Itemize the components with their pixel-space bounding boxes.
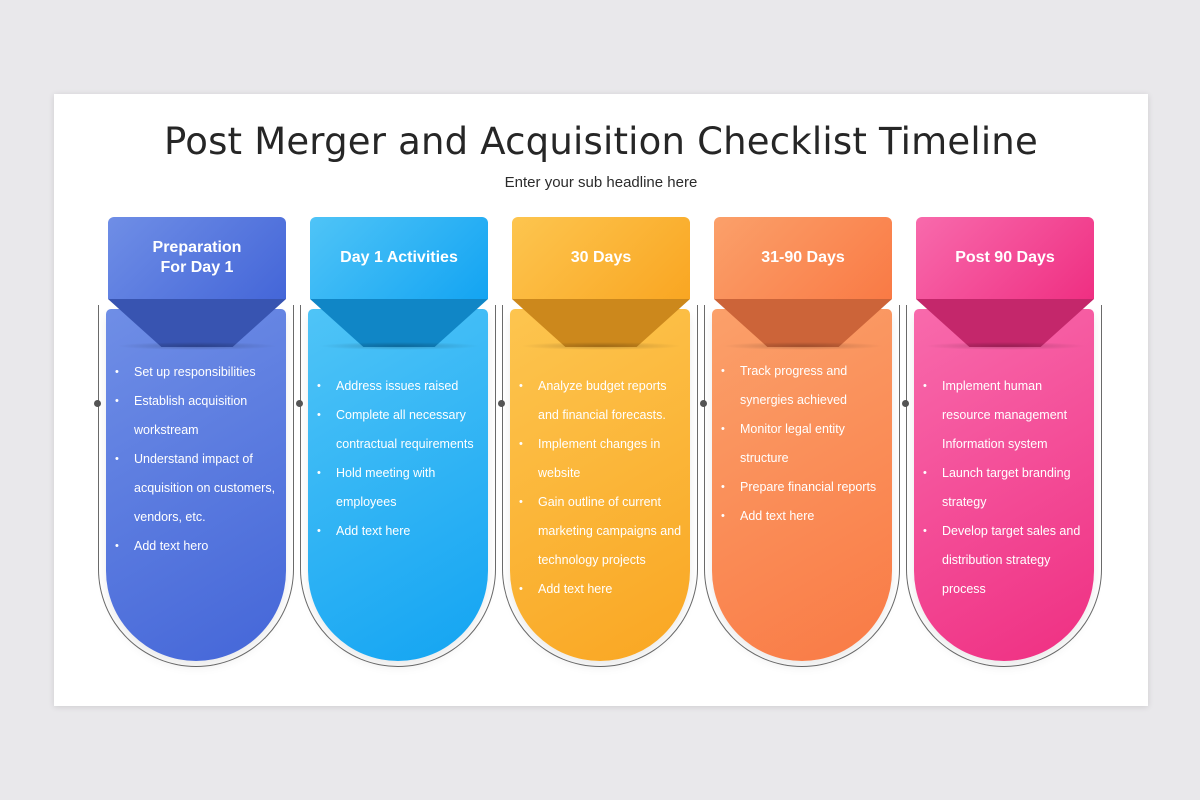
connector-dot [498,400,505,407]
column-heading: Day 1 Activities [310,217,488,299]
list-item: Hold meeting with employees [317,459,484,517]
column-items: Address issues raised Complete all neces… [316,372,484,546]
column-items: Track progress and synergies achieved Mo… [720,357,888,531]
list-item: Implement changes in website [519,430,686,488]
fold-shadow [520,342,682,350]
list-item: Understand impact of acquisition on cust… [115,445,282,532]
timeline-column-5: Post 90 Days Implement human resource ma… [902,217,1102,669]
column-outline [502,305,698,667]
list-item: Add text here [519,575,686,604]
slide-title: Post Merger and Acquisition Checklist Ti… [164,120,1038,163]
list-item: Monitor legal entity structure [721,415,888,473]
list-item: Complete all necessary contractual requi… [317,401,484,459]
list-item: Gain outline of current marketing campai… [519,488,686,575]
column-heading: Post 90 Days [916,217,1094,299]
list-item: Add text here [317,517,484,546]
list-item: Analyze budget reports and financial for… [519,372,686,430]
column-outline [906,305,1102,667]
list-item: Establish acquisition workstream [115,387,282,445]
list-item: Track progress and synergies achieved [721,357,888,415]
slide: Post Merger and Acquisition Checklist Ti… [54,94,1148,706]
column-heading: Preparation For Day 1 [108,217,286,299]
column-heading: 30 Days [512,217,690,299]
list-item: Add text hero [115,532,282,561]
connector-dot [94,400,101,407]
list-item: Set up responsibilities [115,358,282,387]
column-items: Implement human resource management Info… [922,372,1090,604]
slide-subtitle: Enter your sub headline here [504,174,698,191]
fold-shadow [318,342,480,350]
column-heading: 31-90 Days [714,217,892,299]
timeline-column-2: Day 1 Activities Address issues raised C… [296,217,496,669]
list-item: Address issues raised [317,372,484,401]
fold-shadow [116,342,278,350]
list-item: Implement human resource management Info… [923,372,1090,459]
list-item: Launch target branding strategy [923,459,1090,517]
column-outline [98,305,294,667]
column-outline [704,305,900,667]
column-items: Set up responsibilities Establish acquis… [114,358,282,561]
list-item: Develop target sales and distribution st… [923,517,1090,604]
fold-shadow [924,342,1086,350]
connector-dot [902,400,909,407]
fold-shadow [722,342,884,350]
column-items: Analyze budget reports and financial for… [518,372,686,604]
connector-dot [296,400,303,407]
connector-dot [700,400,707,407]
list-item: Add text here [721,502,888,531]
column-outline [300,305,496,667]
timeline-column-4: 31-90 Days Track progress and synergies … [700,217,900,669]
timeline-column-3: 30 Days Analyze budget reports and finan… [498,217,698,669]
list-item: Prepare financial reports [721,473,888,502]
timeline-column-1: Preparation For Day 1 Set up responsibil… [94,217,294,669]
